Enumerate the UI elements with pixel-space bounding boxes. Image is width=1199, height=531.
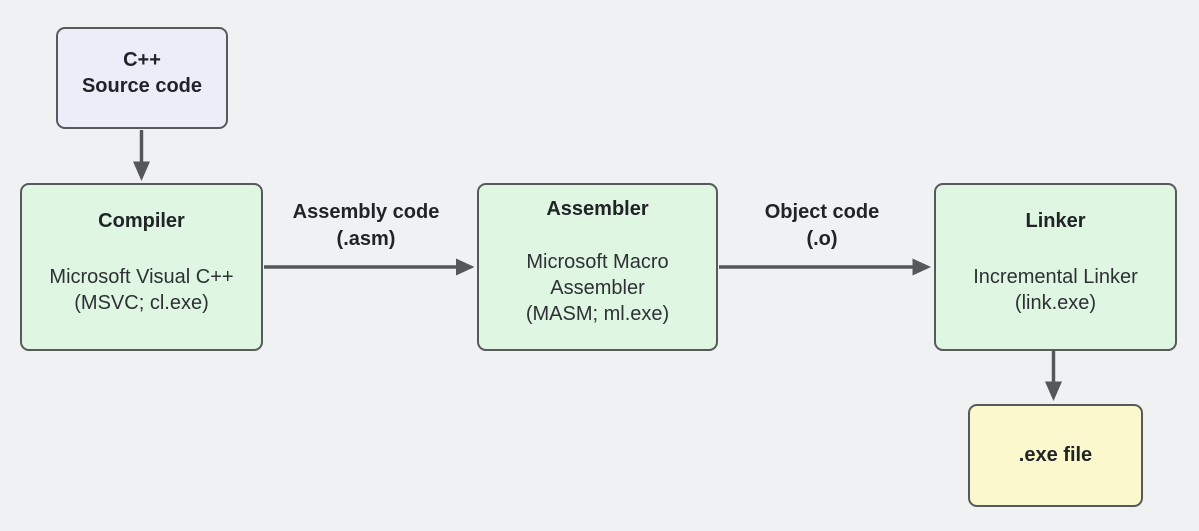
edge-label-object-code: Object code (.o) [712,199,932,253]
edge-label-assembly-code: Assembly code (.asm) [256,199,476,253]
node-cpp-source-code: C++ Source code [56,27,228,129]
node-title-line: Source code [81,75,203,97]
node-body-line: Microsoft Macro [526,251,669,273]
node-exe-file: .exe file [968,404,1143,507]
node-title: Assembler [546,198,649,220]
node-compiler: Compiler Microsoft Visual C++ (MSVC; cl.… [20,183,263,351]
node-body-line: (MASM; ml.exe) [525,303,670,325]
arrow-linker-to-exe [1045,351,1062,401]
edge-label-line: Object code [764,201,880,223]
arrow-compiler-to-assembler [264,258,475,276]
node-linker: Linker Incremental Linker (link.exe) [934,183,1177,351]
node-title: Compiler [98,210,185,232]
node-body-line: Assembler [550,277,645,299]
node-body-line: Microsoft Visual C++ [49,266,234,288]
edge-label-line: Assembly code [292,201,440,223]
node-title: Linker [1025,210,1086,232]
arrow-source-to-compiler [133,130,150,181]
edge-label-line: (.asm) [336,228,396,250]
node-title: .exe file [1018,444,1093,466]
edge-label-line: (.o) [806,228,838,250]
node-body-line: (MSVC; cl.exe) [74,292,209,314]
node-title-line: C++ [123,49,161,71]
node-assembler: Assembler Microsoft Macro Assembler (MAS… [477,183,718,351]
arrow-assembler-to-linker [719,258,931,276]
node-body-line: Incremental Linker [973,266,1138,288]
node-body-line: (link.exe) [1014,292,1097,314]
